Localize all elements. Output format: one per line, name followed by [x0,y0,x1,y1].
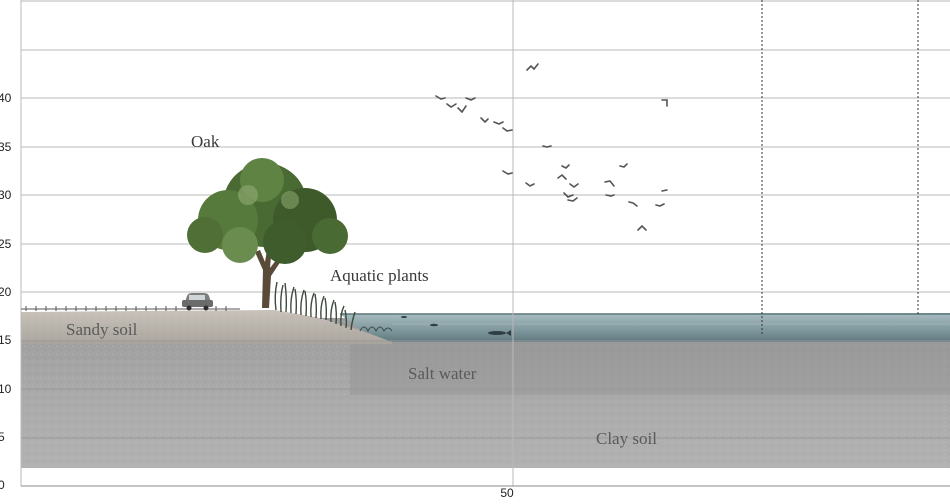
y-tick-label: 25 [0,237,12,251]
salt-water-haze [350,340,950,395]
tree-icon [187,158,348,308]
fish-icon [430,323,438,327]
y-tick-label: 20 [0,285,12,299]
reeds-icon [274,281,356,331]
sandy-soil-label: Sandy soil [66,320,138,339]
y-tick-label: 10 [0,382,12,396]
gridlines [20,0,950,486]
y-tick-label: 15 [0,333,12,347]
y-tick-label: 0 [0,478,5,492]
bird-flock-icon [435,63,668,231]
submerged-plants [359,326,393,333]
car-icon [182,293,213,311]
fish-icon [401,316,407,318]
y-tick-label: 35 [0,140,12,154]
x-tick-label: 50 [500,486,514,500]
clay-soil-label: Clay soil [596,429,657,448]
salt-water-label: Salt water [408,364,477,383]
aquatic-plants-label: Aquatic plants [330,266,429,285]
oak-label: Oak [191,132,220,151]
water-body [340,313,950,342]
y-tick-label: 5 [0,430,5,444]
fence-icon [21,306,240,311]
y-tick-label: 40 [0,91,12,105]
fish-icon [488,330,511,336]
y-tick-label: 30 [0,188,12,202]
